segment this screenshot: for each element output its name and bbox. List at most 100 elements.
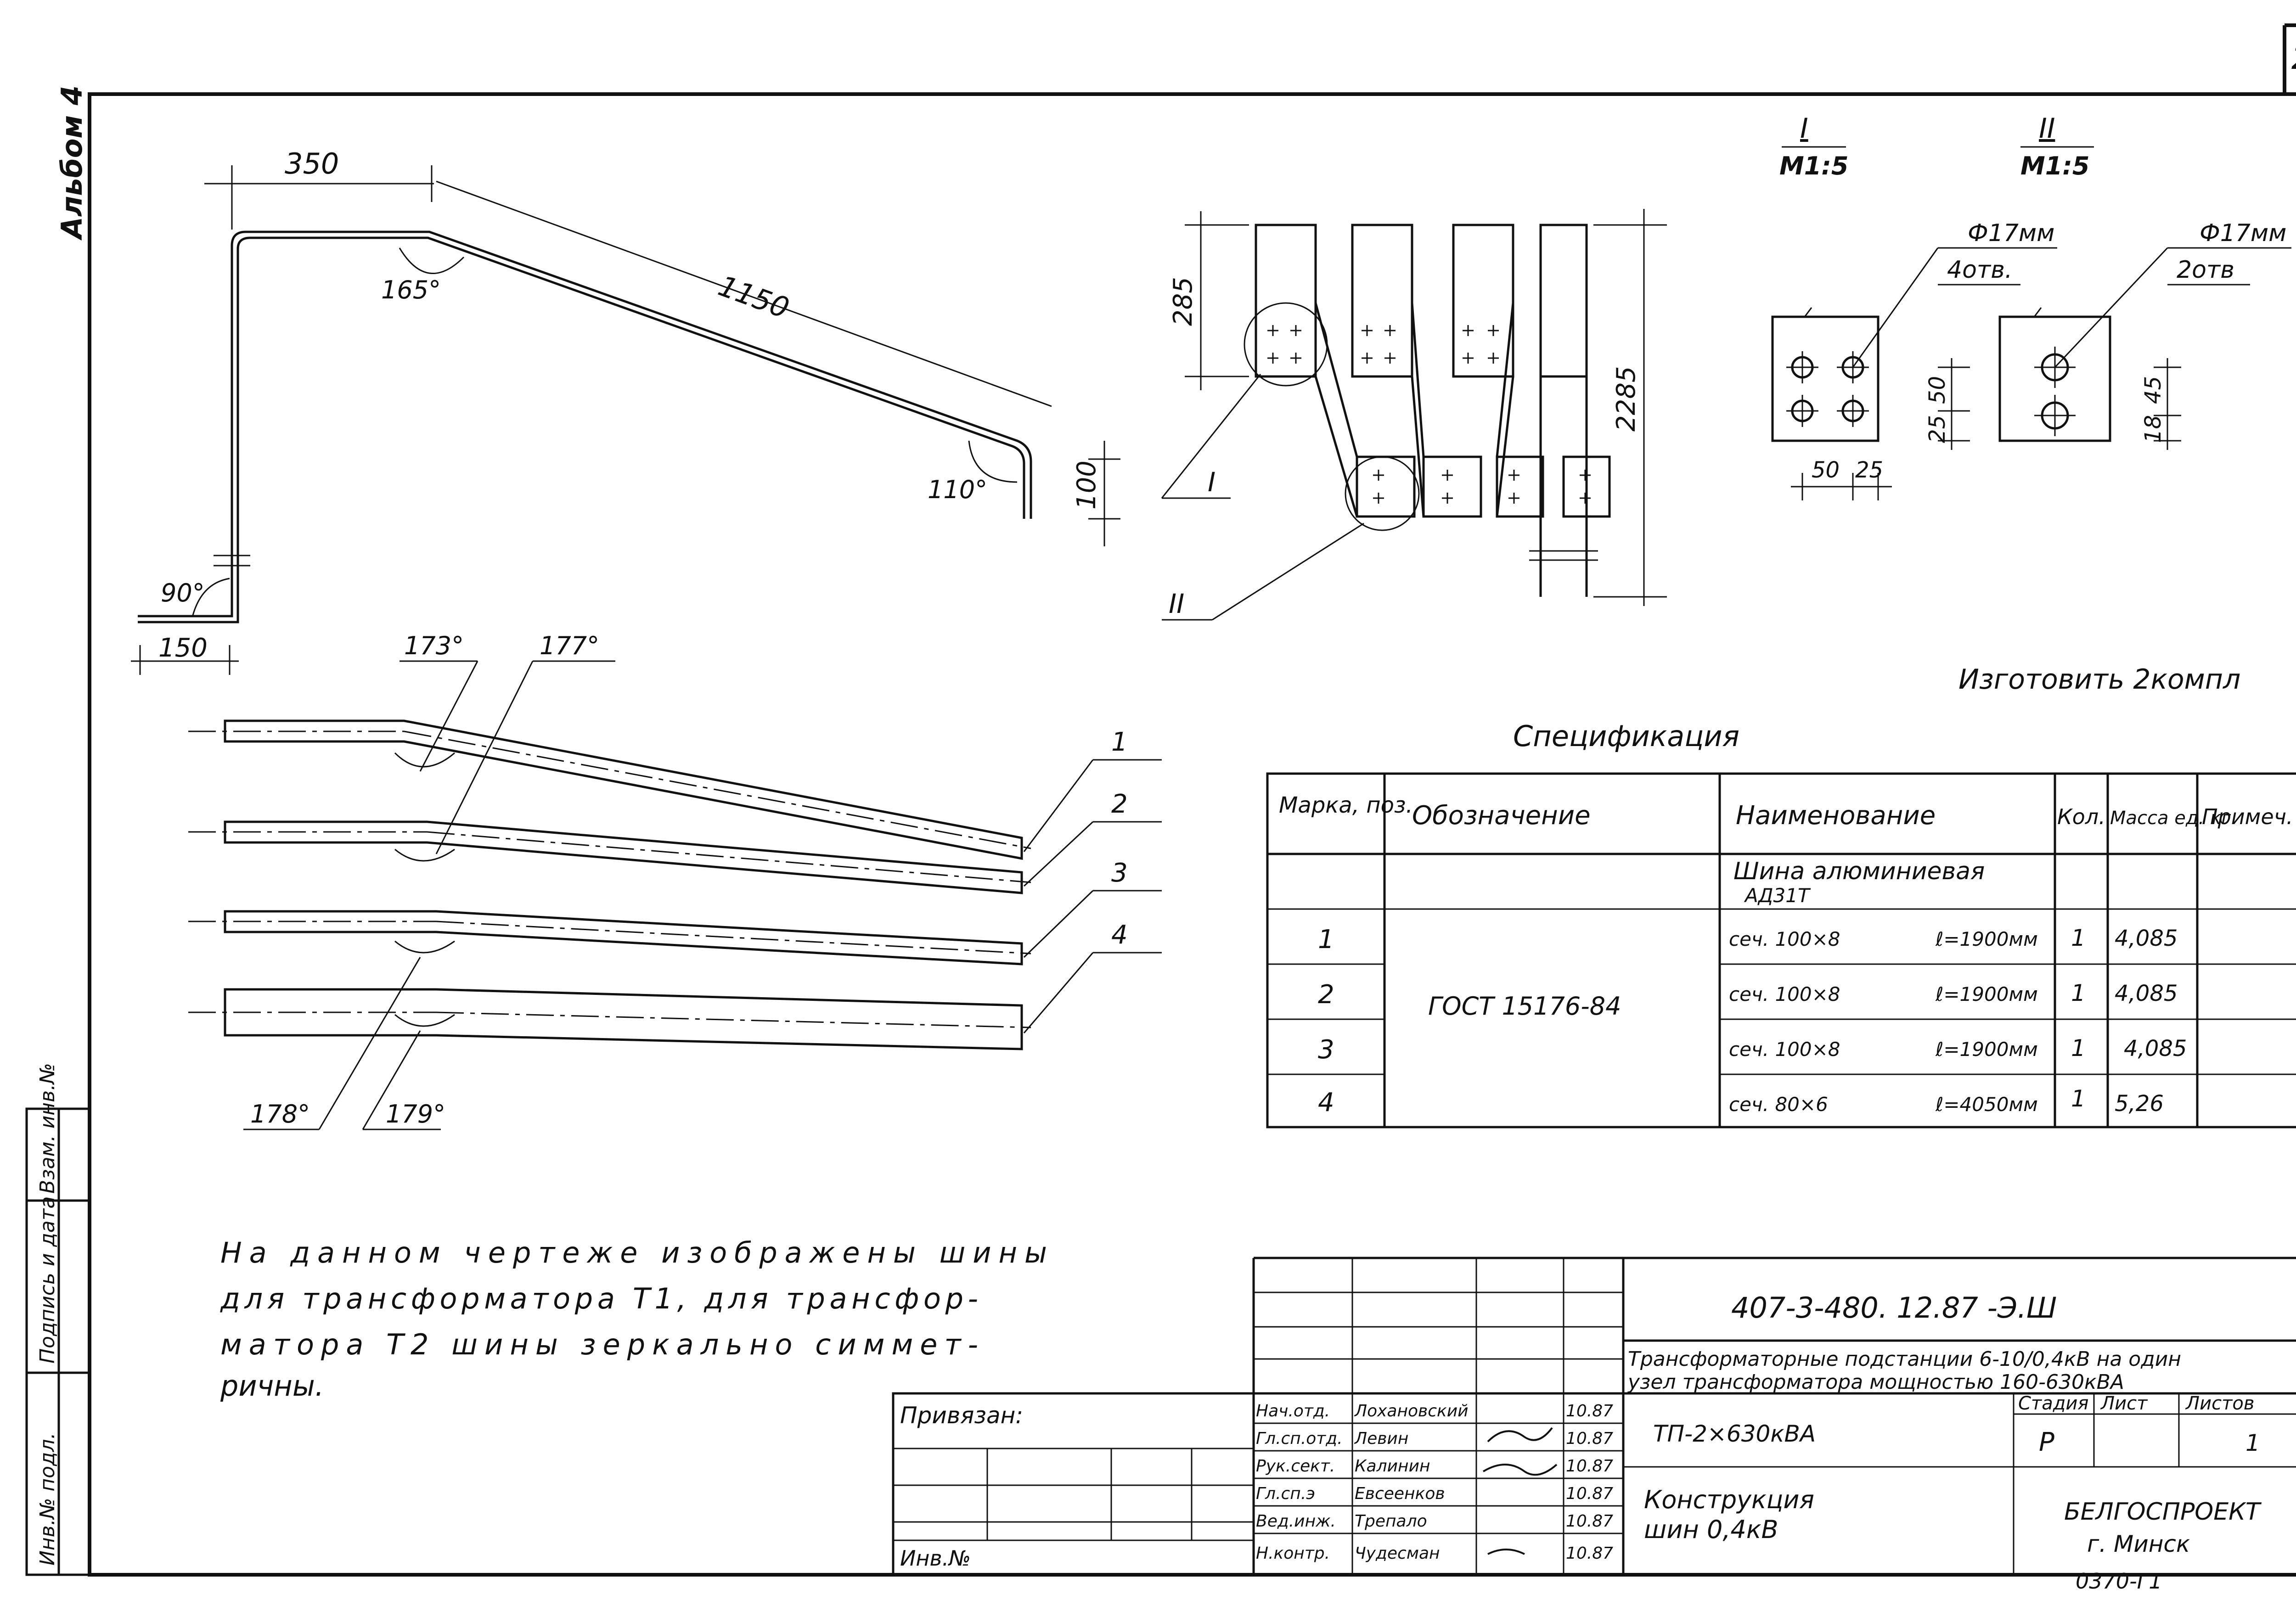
spec-title: Спецификация	[1513, 719, 1739, 753]
spec-table: Спецификация Марка, поз. Обозначение Наи…	[1266, 719, 2296, 1128]
signer-name: Левин	[1354, 1429, 1408, 1448]
detail-II-dim-45: 45	[2140, 376, 2166, 404]
dim-100: 100	[1072, 460, 1102, 510]
dim-1150: 1150	[714, 269, 793, 325]
signer-row-1: Нач.отд. Лохановский 10.87	[1256, 1402, 1613, 1420]
detail-I-hole-dia: Ф17мм	[1968, 219, 2054, 247]
signer-date: 10.87	[1566, 1512, 1613, 1531]
spec-row-qty: 1	[2071, 1085, 2086, 1112]
bottom-code: 0370-Г1	[2076, 1569, 2162, 1594]
signer-date: 10.87	[1566, 1484, 1613, 1503]
spec-row-qty: 1	[2071, 980, 2086, 1006]
spec-row-4: 4 сеч. 80×6 ℓ=4050мм 1 5,26	[1318, 1085, 2164, 1117]
detail-II-dim-18: 18	[2140, 415, 2166, 443]
spec-row-length: ℓ=1900мм	[1935, 1038, 2038, 1061]
note-text: На данном чертеже изображены шины для тр…	[220, 1236, 1047, 1403]
spec-row-length: ℓ=4050мм	[1935, 1093, 2038, 1116]
spec-row-qty: 1	[2071, 925, 2086, 951]
inv-no: Инв.№	[900, 1546, 971, 1571]
dim-2285: 2285	[1611, 366, 1641, 432]
angle-165: 165°	[381, 275, 441, 304]
spec-row-section: сеч. 100×8	[1729, 1038, 1840, 1061]
org-name: БЕЛГОСПРОЕКТ	[2064, 1498, 2262, 1526]
stamp-inv-podl: Инв.№ подл.	[36, 1432, 59, 1566]
stamp-vzam-inv: Взам. инв.№	[36, 1063, 59, 1194]
signer-name: Лохановский	[1354, 1402, 1469, 1420]
detail-II: II М1:5 Ф17мм 2отв 45 18	[1998, 112, 2291, 450]
spec-header-name: Наименование	[1736, 801, 1936, 831]
title-block: Привязан: Инв.№ Нач.отд. Лохановский 10.…	[892, 1257, 2296, 1594]
angle-110: 110°	[928, 475, 987, 504]
spec-row-1: 1 сеч. 100×8 ℓ=1900мм 1 4,085	[1318, 925, 2178, 954]
detail-I-scale: М1:5	[1779, 152, 1848, 180]
signer-date: 10.87	[1566, 1457, 1613, 1476]
spec-row-qty: 1	[2071, 1035, 2086, 1061]
spec-row-mark: 1	[1318, 925, 1334, 954]
spec-designation: ГОСТ 15176-84	[1428, 992, 1621, 1021]
project-title-1: Трансформаторные подстанции 6-10/0,4кВ н…	[1628, 1347, 2181, 1371]
note-line-4: ричны.	[220, 1369, 324, 1403]
detail-I-dim-25v: 25	[1925, 415, 1950, 443]
spec-header-qty: Кол.	[2057, 804, 2105, 829]
detail-II-title: II	[2039, 112, 2055, 145]
spec-row-mass: 4,085	[2115, 981, 2178, 1006]
spec-header-mass: Масса ед. кг	[2110, 808, 2231, 829]
note-line-3: матора Т2 шины зеркально симмет-	[220, 1328, 978, 1361]
spec-row-mark: 4	[1318, 1088, 1334, 1117]
spec-group-name-1: Шина алюминиевая	[1733, 858, 1985, 885]
tp-label: ТП-2×630кВА	[1653, 1420, 1816, 1447]
stage-value: Р	[2039, 1427, 2054, 1457]
signer-role: Гл.сп.э	[1256, 1484, 1315, 1503]
mark-3: 3	[1111, 858, 1128, 888]
sheets-value: 1	[2245, 1430, 2260, 1456]
spec-header-note: Примеч.	[2202, 804, 2293, 829]
signer-role: Рук.сект.	[1256, 1457, 1335, 1476]
sheet-title-1: Конструкция	[1644, 1485, 1814, 1514]
spec-group-name-2: АД31Т	[1744, 884, 1811, 907]
signer-date: 10.87	[1566, 1544, 1613, 1563]
detail-I: I М1:5 Ф17мм 4отв. 50 25 50 25	[1771, 112, 2057, 500]
page-number: 28	[2291, 41, 2296, 76]
sheet-header: Лист	[2100, 1393, 2148, 1414]
detail-II-hole-count: 2отв	[2177, 256, 2234, 284]
signer-row-2: Гл.сп.отд. Левин 10.87	[1256, 1429, 1613, 1448]
signer-row-6: Н.контр. Чудесман 10.87	[1256, 1544, 1613, 1563]
callout-I: I	[1208, 466, 1216, 498]
dim-350: 350	[285, 147, 339, 180]
side-view: 350 1150 100 150 165° 110° 90°	[131, 147, 1120, 675]
angle-178: 178°	[250, 1100, 310, 1128]
spec-row-3: 3 сеч. 100×8 ℓ=1900мм 1 4,085	[1318, 1035, 2187, 1065]
detail-I-dim-50h: 50	[1812, 457, 1840, 483]
drawing-code: 407-3-480. 12.87 -Э.Ш	[1731, 1291, 2057, 1325]
signer-name: Евсеенков	[1355, 1484, 1445, 1503]
org-city: г. Минск	[2087, 1531, 2190, 1557]
note-line-1: На данном чертеже изображены шины	[220, 1236, 1047, 1269]
spec-row-section: сеч. 100×8	[1729, 983, 1840, 1005]
privyazan: Привязан:	[900, 1402, 1023, 1429]
signer-name: Трепало	[1355, 1512, 1427, 1531]
signer-row-5: Вед.инж. Трепало 10.87	[1256, 1512, 1613, 1531]
spec-row-2: 2 сеч. 100×8 ℓ=1900мм 1 4,085	[1318, 980, 2178, 1010]
note-line-2: для трансформатора Т1, для трансфор-	[220, 1282, 978, 1315]
spec-header-designation: Обозначение	[1412, 801, 1591, 831]
spec-row-mass: 4,085	[2124, 1036, 2187, 1061]
spec-header-mark: Марка, поз.	[1279, 792, 1413, 818]
detail-II-hole-dia: Ф17мм	[2200, 219, 2286, 247]
detail-I-dim-50v: 50	[1925, 376, 1950, 404]
mark-2: 2	[1111, 789, 1128, 819]
angle-173: 173°	[404, 631, 464, 660]
spec-row-length: ℓ=1900мм	[1935, 983, 2038, 1005]
spec-row-mark: 3	[1318, 1035, 1334, 1065]
spec-row-mass: 5,26	[2115, 1091, 2164, 1117]
spec-row-section: сеч. 80×6	[1729, 1093, 1828, 1116]
spec-row-section: сеч. 100×8	[1729, 928, 1840, 950]
side-stamp: Взам. инв.№ Подпись и дата Инв.№ подл.	[25, 1063, 91, 1576]
bus-group-view: 285 2285 I II	[1161, 209, 1667, 621]
dim-150: 150	[158, 633, 208, 663]
mark-1: 1	[1111, 727, 1128, 757]
plan-view: 173° 177° 178° 179° 1 2 3 4	[188, 631, 1162, 1130]
signer-row-3: Рук.сект. Калинин 10.87	[1256, 1457, 1613, 1476]
detail-I-title: I	[1800, 112, 1808, 145]
signer-row-4: Гл.сп.э Евсеенков 10.87	[1256, 1484, 1613, 1503]
